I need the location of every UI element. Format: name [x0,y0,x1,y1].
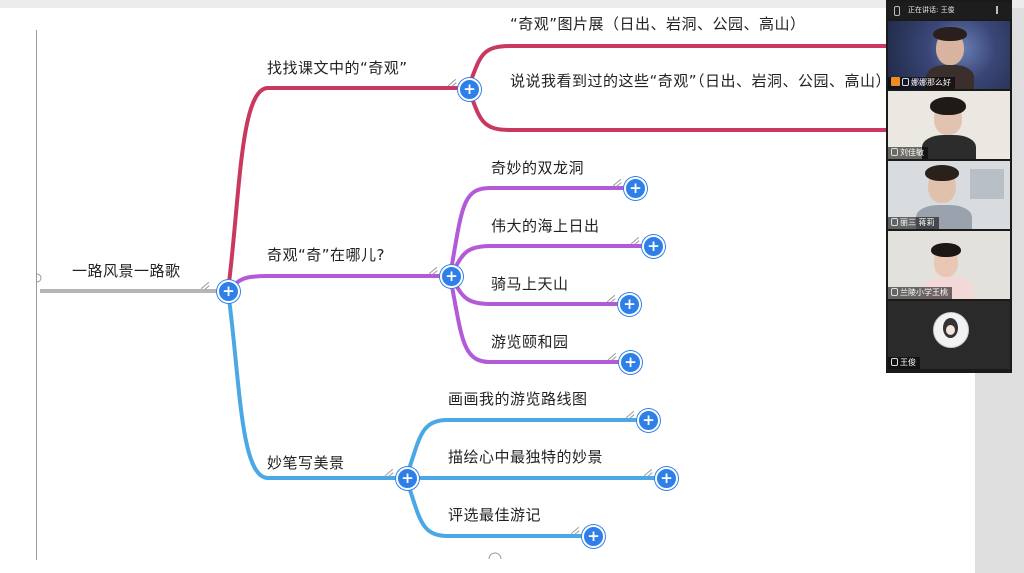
microphone-icon [891,288,898,296]
participant-tile[interactable]: 兰陵小学王桃 [888,231,1010,299]
participant-name: 兰陵小学王桃 [888,287,952,299]
branch-2-child-1[interactable]: 奇妙的双龙洞 [491,159,585,177]
expand-plus-icon[interactable]: + [440,265,463,288]
root-node[interactable]: 一路风景一路歌 [72,262,181,280]
participant-name: 丽三 蒋莉 [888,217,939,229]
branch-3-child-3[interactable]: 评选最佳游记 [448,506,542,524]
branch-1-child-2[interactable]: 说说我看到过的这些“奇观”（日出、岩洞、公园、高山） [510,72,892,90]
resize-handle-icon[interactable] [630,236,640,244]
participant-tile[interactable]: 娜娜那么好 [888,21,1010,89]
expand-plus-icon[interactable]: + [582,525,605,548]
expand-plus-icon[interactable]: + [624,177,647,200]
resize-handle-icon[interactable] [428,266,438,274]
resize-handle-icon[interactable] [606,294,616,302]
branch-1-node[interactable]: 找找课文中的“奇观” [267,59,408,77]
expand-plus-icon[interactable]: + [618,293,641,316]
expand-plus-icon[interactable]: + [396,467,419,490]
branch-2-child-2[interactable]: 伟大的海上日出 [491,217,600,235]
expand-plus-icon[interactable]: + [217,280,240,303]
participant-tile[interactable]: 王俊 [888,301,1010,369]
participant-name: 娜娜那么好 [888,77,955,89]
participant-tile[interactable]: 刘佳敏 [888,91,1010,159]
branch-2-child-3[interactable]: 骑马上天山 [491,275,569,293]
expand-plus-icon[interactable]: + [655,467,678,490]
branch-1-child-1[interactable]: “奇观”图片展（日出、岩洞、公园、高山） [510,15,806,33]
branch-3-node[interactable]: 妙笔写美景 [267,454,345,472]
canvas-left-border [36,30,37,560]
branch-2-node[interactable]: 奇观“奇”在哪儿? [267,246,386,264]
expand-plus-icon[interactable]: + [619,351,642,374]
host-icon [891,77,900,86]
resize-handle-icon[interactable] [570,526,580,534]
microphone-icon [894,6,900,16]
expand-plus-icon[interactable]: + [458,78,481,101]
participant-name: 刘佳敏 [888,147,928,159]
resize-handle-icon[interactable] [625,410,635,418]
top-bar [0,0,1024,8]
branch-3-child-2[interactable]: 描绘心中最独特的妙景 [448,448,604,466]
video-participants-panel: 正在讲话: 王俊 娜娜那么好 刘佳敏 丽三 蒋莉 兰陵小学王桃 王俊 [886,0,1012,373]
speaking-indicator: 正在讲话: 王俊 [886,2,1012,19]
signal-icon [996,6,1008,14]
resize-handle-icon[interactable] [200,281,210,289]
expand-plus-icon[interactable]: + [642,235,665,258]
microphone-icon [891,218,898,226]
microphone-icon [902,78,909,86]
avatar [933,312,969,348]
microphone-icon [891,148,898,156]
branch-3-child-1[interactable]: 画画我的游览路线图 [448,390,588,408]
mindmap-canvas[interactable]: 一路风景一路歌 + 找找课文中的“奇观” + “奇观”图片展（日出、岩洞、公园、… [0,8,975,573]
branch-2-child-4[interactable]: 游览颐和园 [491,333,569,351]
resize-handle-icon[interactable] [607,352,617,360]
resize-handle-icon[interactable] [612,178,622,186]
resize-handle-icon[interactable] [643,468,653,476]
resize-handle-icon[interactable] [447,78,457,86]
expand-plus-icon[interactable]: + [637,409,660,432]
participant-name: 王俊 [888,357,920,369]
microphone-icon [891,358,898,366]
participant-tile[interactable]: 丽三 蒋莉 [888,161,1010,229]
resize-handle-icon[interactable] [384,468,394,476]
